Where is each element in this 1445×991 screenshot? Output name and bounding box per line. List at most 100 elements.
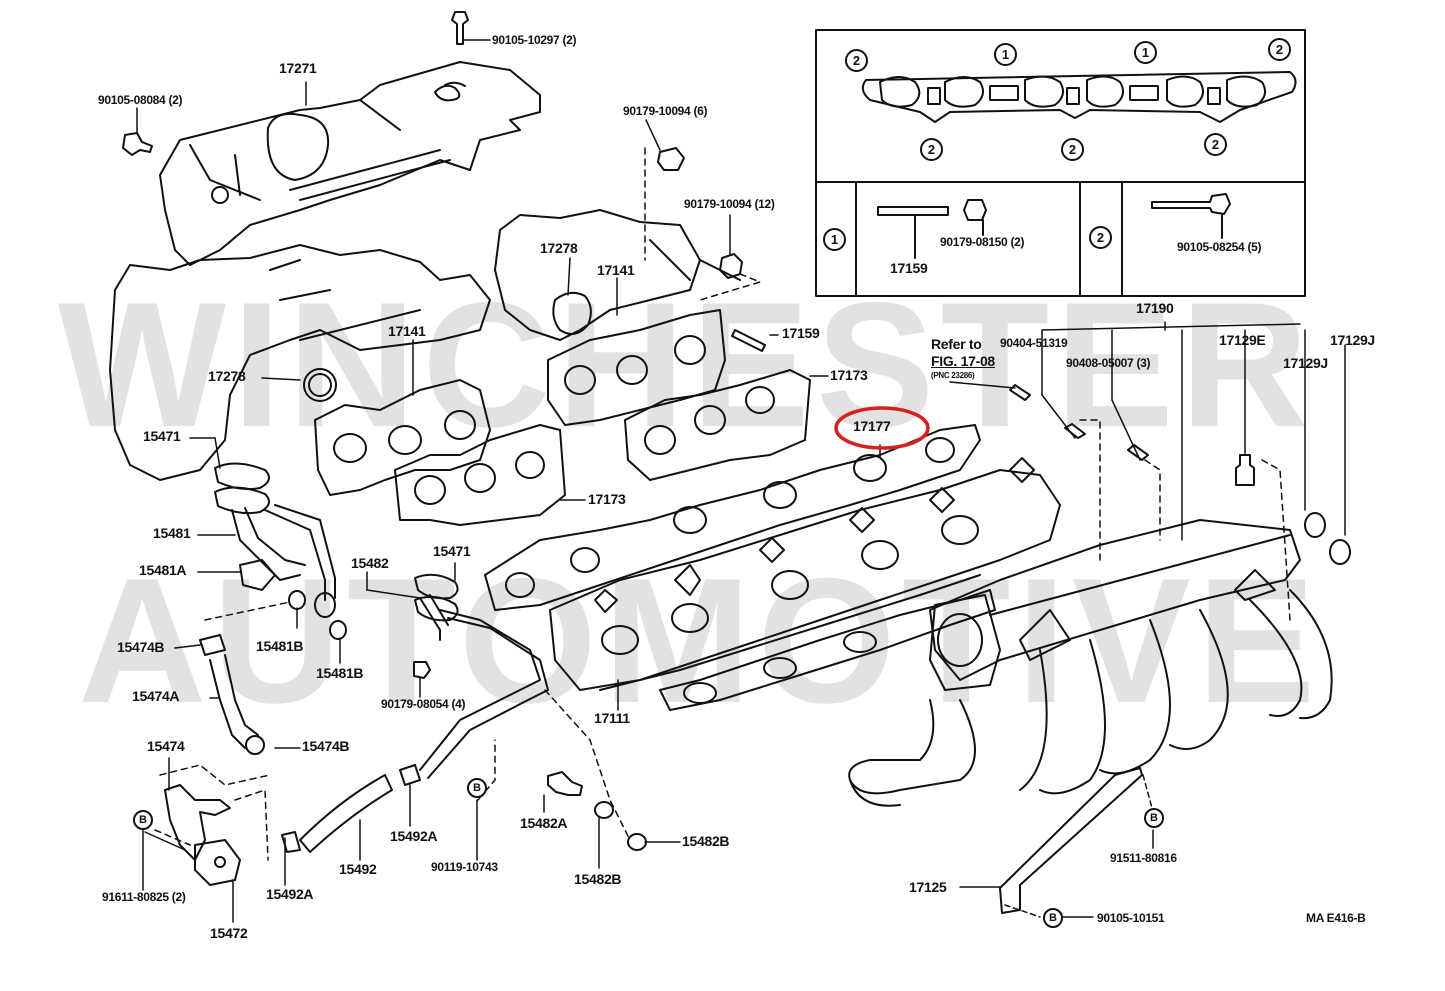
manifold-gasket-left xyxy=(314,379,491,496)
intake-gasket-17177 xyxy=(484,424,981,611)
bolt-90408-icon xyxy=(1127,444,1149,461)
part-label: 15481B xyxy=(256,638,304,654)
part-label: 17141 xyxy=(597,262,635,278)
part-label: 15481B xyxy=(316,665,364,681)
part-label: 90105-08084 (2) xyxy=(98,93,183,107)
part-label: 90179-10094 (12) xyxy=(684,197,775,211)
part-label: 90105-10151 xyxy=(1097,911,1165,925)
bolt-marker: 2 xyxy=(1204,133,1227,156)
fastener-marker-b: B xyxy=(467,778,487,798)
bolt-90105-10297 xyxy=(451,11,491,45)
highlight-circle xyxy=(834,406,930,450)
nut-6-icon xyxy=(657,147,685,171)
plug-icon xyxy=(1304,512,1326,538)
part-label: 15474B xyxy=(302,738,350,754)
manifold-gasket-left-2 xyxy=(394,424,566,526)
part-label: 15471 xyxy=(143,428,181,444)
reference-note-link[interactable]: FIG. 17-08 xyxy=(931,353,995,369)
part-label: 90119-10743 xyxy=(431,860,498,874)
washer-15482b-icon xyxy=(594,801,614,819)
pipe-15481 xyxy=(214,462,347,640)
fastener-marker-b: B xyxy=(133,810,153,830)
engine-cover xyxy=(159,61,541,266)
manifold-gasket-right xyxy=(547,309,726,426)
part-label: 17159 xyxy=(782,325,820,341)
part-label: 90179-08054 (4) xyxy=(381,697,466,711)
part-label: 17173 xyxy=(588,491,626,507)
washer-15482b-2-icon xyxy=(627,833,647,851)
cylinder-head-left xyxy=(109,244,491,481)
key-marker-1: 1 xyxy=(823,228,846,251)
part-label: 15482A xyxy=(520,815,568,831)
cylinder-head-right xyxy=(494,209,741,341)
part-label: 17129J xyxy=(1283,355,1328,371)
intake-plenum xyxy=(848,519,1333,807)
highlighted-part-label: 17177 xyxy=(853,418,891,434)
water-outlet-15474 xyxy=(154,764,271,886)
figure-code: MA E416-B xyxy=(1306,911,1366,925)
watermark-line2: AUTOMOTIVE xyxy=(78,541,1322,740)
part-label: 15472 xyxy=(210,925,248,941)
nut-90179-08054-icon xyxy=(413,661,431,679)
part-label: 91511-80816 xyxy=(1110,851,1177,865)
stud-17159-icon xyxy=(731,329,766,352)
nut-icon xyxy=(963,199,987,221)
leader-lines xyxy=(142,81,1154,923)
part-label: 15474A xyxy=(132,688,180,704)
part-label: 15481 xyxy=(153,525,191,541)
part-label: 17141 xyxy=(388,323,426,339)
part-label: 90179-10094 (6) xyxy=(623,104,708,118)
part-label: 17111 xyxy=(594,710,630,726)
bolt-marker: 2 xyxy=(1061,138,1084,161)
hose-15474a xyxy=(199,601,291,755)
manifold-gasket-right-2 xyxy=(624,369,811,481)
inset-gasket xyxy=(861,71,1297,123)
part-label: 90408-05007 (3) xyxy=(1066,356,1151,370)
part-label: 15492 xyxy=(339,861,377,877)
plug-icon-2 xyxy=(1329,539,1351,565)
part-label: 15474B xyxy=(117,639,165,655)
part-label: 15471 xyxy=(433,543,471,559)
stud-icon xyxy=(877,206,949,216)
bolt-marker: 2 xyxy=(920,138,943,161)
inset-part-label: 17159 xyxy=(890,260,928,276)
part-label: 17278 xyxy=(208,368,246,384)
part-label: 90404-51319 xyxy=(1000,336,1068,350)
part-label: 17129E xyxy=(1219,332,1266,348)
bolt-marker: 1 xyxy=(1134,41,1157,64)
part-label: 15474 xyxy=(147,738,185,754)
pipe-15482 xyxy=(413,573,647,851)
part-label: 17190 xyxy=(1136,300,1174,316)
bracket-17125 xyxy=(999,767,1143,914)
part-label: 91611-80825 (2) xyxy=(102,890,186,904)
fastener-marker-b: B xyxy=(1144,808,1164,828)
intake-lower-manifold xyxy=(549,457,1061,711)
union-15482a-icon xyxy=(547,771,583,796)
bolt-marker: 1 xyxy=(994,43,1017,66)
inset-part-label: 90179-08150 (2) xyxy=(940,235,1025,249)
part-label: 15482 xyxy=(351,555,389,571)
part-label: 15482B xyxy=(682,833,730,849)
part-label: 15482B xyxy=(574,871,622,887)
fastener-marker-b: B xyxy=(1043,908,1063,928)
part-label: 17278 xyxy=(540,240,578,256)
reference-note-line1: Refer to xyxy=(931,336,982,352)
part-label: 17129J xyxy=(1330,332,1375,348)
bolt-marker: 2 xyxy=(1268,38,1291,61)
part-label: 17125 xyxy=(909,879,947,895)
wire-bracket-lines xyxy=(1041,321,1346,621)
inset-box xyxy=(815,29,1306,297)
inset-part-label: 90105-08254 (5) xyxy=(1177,240,1262,254)
bolt-90404-icon xyxy=(1064,423,1086,439)
key-marker-2: 2 xyxy=(1089,226,1112,249)
part-label: 17271 xyxy=(279,60,317,76)
part-label: 15481A xyxy=(139,562,187,578)
part-label: 90105-10297 (2) xyxy=(492,33,577,47)
part-label: 17173 xyxy=(830,367,868,383)
bolt-marker: 2 xyxy=(845,49,868,72)
sensor-17129e-icon xyxy=(1235,454,1255,486)
reference-note-pnc: (PNC 23286) xyxy=(931,371,975,380)
part-label: 15492A xyxy=(266,886,314,902)
